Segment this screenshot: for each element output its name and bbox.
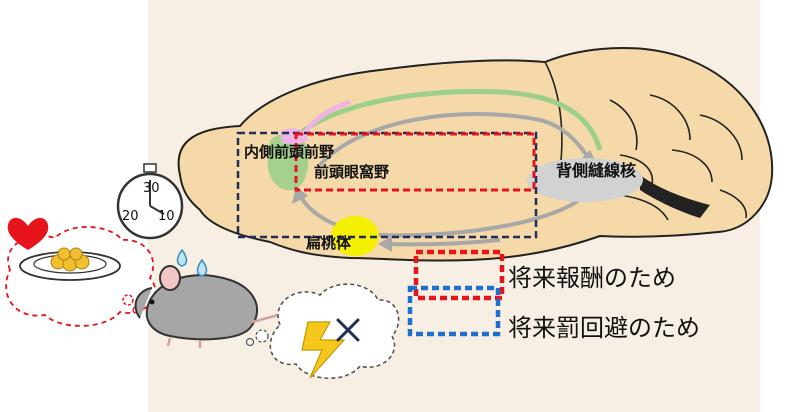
lightning-icon <box>301 321 346 379</box>
label-amygdala: 扁桃体 <box>306 234 352 252</box>
label-raphe: 背側縫線核 <box>556 161 636 180</box>
pathway-gray-lower <box>298 193 587 238</box>
timer-label-10: 10 <box>158 209 175 224</box>
sweat-drops-icon <box>176 248 208 277</box>
legend-avoid-label: 将来罰回避のため <box>508 314 700 342</box>
timer-label-20: 20 <box>122 209 139 224</box>
raphe-nucleus <box>527 158 643 202</box>
hindbrain-region <box>640 175 710 218</box>
food-plate-icon <box>19 247 121 281</box>
legend-reward-label: 将来報酬のため <box>508 264 676 292</box>
brain-outline <box>177 47 774 262</box>
stopwatch-icon: 30 20 10 <box>116 163 184 240</box>
heart-icon <box>7 217 49 250</box>
ofc-dashed-box <box>294 132 536 192</box>
legend-avoid-box <box>407 285 501 337</box>
pathway-to-amygdala <box>384 238 501 247</box>
arrowhead-to-amygdala <box>378 236 392 252</box>
punishment-thought-bubble <box>245 283 400 379</box>
label-mpfc: 内側前頭前野 <box>244 143 334 161</box>
cross-icon <box>336 318 360 342</box>
pathway-gray-upper <box>318 111 592 167</box>
timer-label-30: 30 <box>143 181 160 196</box>
label-ofc: 前頭眼窩野 <box>314 163 389 181</box>
mpfc-region <box>267 133 309 191</box>
